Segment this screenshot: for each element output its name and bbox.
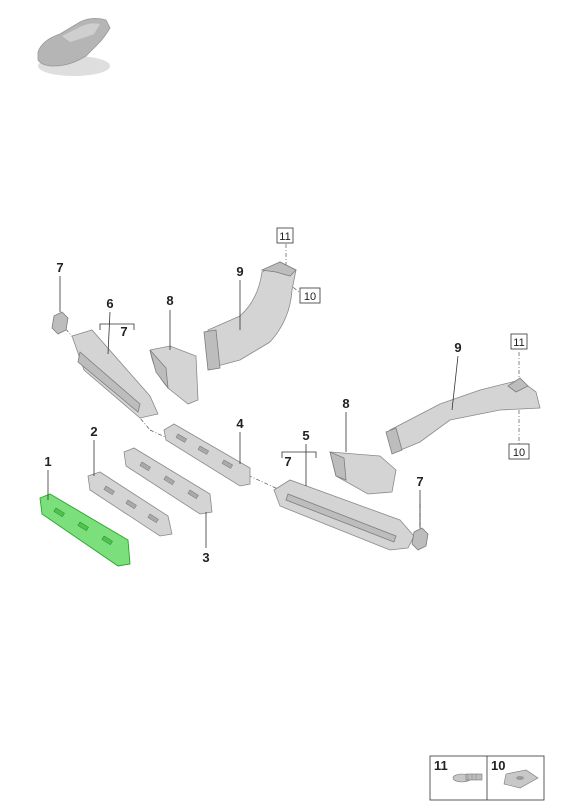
label-part-7a[interactable]: 7 bbox=[56, 260, 63, 275]
label-part-8b[interactable]: 8 bbox=[342, 396, 349, 411]
label-part-7d[interactable]: 7 bbox=[416, 474, 423, 489]
part-labels: 7 6 7 8 9 2 1 3 4 5 7 8 9 7 bbox=[44, 260, 461, 565]
label-part-9a[interactable]: 9 bbox=[236, 264, 243, 279]
boxed-label-10-top: 10 bbox=[299, 287, 321, 304]
legend-screw-11[interactable]: 11 bbox=[434, 758, 483, 783]
label-part-8a[interactable]: 8 bbox=[166, 293, 173, 308]
label-part-9b[interactable]: 9 bbox=[454, 340, 461, 355]
clip-nut-icon bbox=[503, 769, 539, 789]
part-3-grille[interactable] bbox=[123, 447, 213, 515]
svg-text:10: 10 bbox=[513, 447, 525, 459]
label-part-7b[interactable]: 7 bbox=[120, 324, 127, 339]
svg-text:10: 10 bbox=[491, 758, 505, 773]
label-part-2[interactable]: 2 bbox=[90, 424, 97, 439]
part-7d-clip[interactable] bbox=[411, 527, 429, 551]
label-part-4[interactable]: 4 bbox=[236, 416, 244, 431]
part-8b-bracket[interactable] bbox=[329, 451, 397, 495]
svg-text:11: 11 bbox=[513, 337, 524, 349]
fastener-legend: 11 10 bbox=[429, 755, 545, 801]
label-part-1[interactable]: 1 bbox=[44, 454, 51, 469]
boxed-label-10-right: 10 bbox=[508, 443, 530, 460]
label-part-6[interactable]: 6 bbox=[106, 296, 113, 311]
part-9b-air-duct[interactable] bbox=[385, 377, 541, 455]
part-1-grille-highlighted[interactable] bbox=[39, 493, 131, 567]
part-4-grille[interactable] bbox=[163, 423, 251, 487]
boxed-label-11-top: 11 bbox=[276, 227, 294, 244]
part-6-carrier[interactable] bbox=[71, 329, 159, 419]
svg-text:10: 10 bbox=[304, 291, 316, 303]
car-silhouette-icon bbox=[37, 18, 111, 76]
label-part-5[interactable]: 5 bbox=[302, 428, 309, 443]
part-9a-air-duct[interactable] bbox=[203, 261, 297, 371]
part-8a-bracket[interactable] bbox=[149, 345, 199, 405]
part-5-carrier[interactable] bbox=[273, 479, 415, 551]
part-7a-clip[interactable] bbox=[51, 311, 69, 335]
svg-text:11: 11 bbox=[279, 231, 290, 243]
screw-icon bbox=[452, 773, 483, 783]
boxed-label-11-right: 11 bbox=[510, 333, 528, 350]
label-part-3[interactable]: 3 bbox=[202, 550, 209, 565]
legend-clip-10[interactable]: 10 bbox=[491, 758, 539, 789]
leader-lines bbox=[47, 276, 459, 548]
svg-text:11: 11 bbox=[434, 758, 448, 773]
part-2-grille[interactable] bbox=[87, 471, 173, 537]
label-part-7c[interactable]: 7 bbox=[284, 454, 291, 469]
